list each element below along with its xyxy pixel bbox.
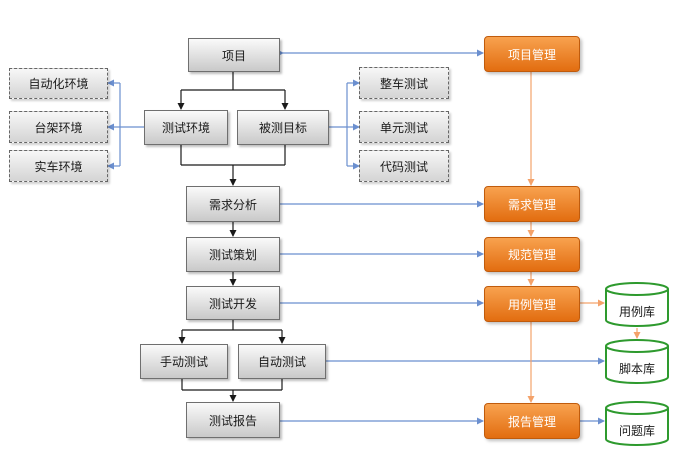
target-code-node[interactable]: 代码测试 — [359, 150, 449, 182]
target-vehicle-node[interactable]: 整车测试 — [359, 67, 449, 99]
env-automation-node[interactable]: 自动化环境 — [9, 68, 108, 99]
spec-mgmt-label: 规范管理 — [507, 248, 556, 262]
target-label: 被测目标 — [258, 121, 307, 135]
target-node[interactable]: 被测目标 — [237, 110, 329, 145]
case-lib-label: 用例库 — [618, 304, 655, 319]
database-icon — [605, 339, 669, 384]
test-report-node[interactable]: 测试报告 — [186, 402, 280, 438]
report-mgmt-node[interactable]: 报告管理 — [484, 403, 580, 439]
auto-test-label: 自动测试 — [257, 355, 306, 369]
manual-test-node[interactable]: 手动测试 — [140, 344, 228, 379]
test-env-node[interactable]: 测试环境 — [144, 110, 228, 145]
case-mgmt-label: 用例管理 — [507, 297, 556, 312]
auto-test-node[interactable]: 自动测试 — [238, 344, 326, 379]
spec-mgmt-node[interactable]: 规范管理 — [484, 237, 580, 272]
database-icon — [605, 401, 669, 446]
target-vehicle-label: 整车测试 — [379, 76, 428, 91]
test-development-label: 测试开发 — [208, 296, 257, 311]
project-node[interactable]: 项目 — [188, 38, 280, 72]
env-automation-label: 自动化环境 — [28, 77, 89, 91]
manual-test-label: 手动测试 — [159, 355, 208, 369]
case-mgmt-node[interactable]: 用例管理 — [484, 286, 580, 322]
project-mgmt-label: 项目管理 — [507, 47, 556, 62]
test-env-label: 测试环境 — [161, 121, 210, 135]
issue-lib-db[interactable]: 问题库 — [605, 401, 669, 447]
env-bench-node[interactable]: 台架环境 — [9, 111, 108, 143]
issue-lib-label: 问题库 — [618, 423, 655, 438]
test-development-node[interactable]: 测试开发 — [186, 286, 280, 320]
requirement-mgmt-label: 需求管理 — [507, 197, 556, 212]
project-mgmt-node[interactable]: 项目管理 — [484, 36, 580, 72]
project-label: 项目 — [221, 48, 246, 63]
target-code-label: 代码测试 — [379, 159, 428, 174]
script-lib-label: 脚本库 — [618, 361, 655, 376]
report-mgmt-label: 报告管理 — [507, 414, 556, 429]
env-vehicle-label: 实车环境 — [34, 159, 83, 174]
env-vehicle-node[interactable]: 实车环境 — [9, 150, 108, 182]
test-planning-node[interactable]: 测试策划 — [186, 237, 280, 272]
script-lib-db[interactable]: 脚本库 — [605, 339, 669, 385]
target-unit-node[interactable]: 单元测试 — [359, 111, 449, 143]
requirement-analysis-node[interactable]: 需求分析 — [186, 186, 280, 222]
requirement-mgmt-node[interactable]: 需求管理 — [484, 186, 580, 222]
env-bench-label: 台架环境 — [34, 120, 83, 135]
test-planning-label: 测试策划 — [208, 248, 257, 262]
database-icon — [605, 282, 669, 327]
test-report-label: 测试报告 — [208, 413, 257, 428]
requirement-analysis-label: 需求分析 — [208, 197, 257, 212]
case-lib-db[interactable]: 用例库 — [605, 282, 669, 328]
target-unit-label: 单元测试 — [379, 120, 428, 135]
